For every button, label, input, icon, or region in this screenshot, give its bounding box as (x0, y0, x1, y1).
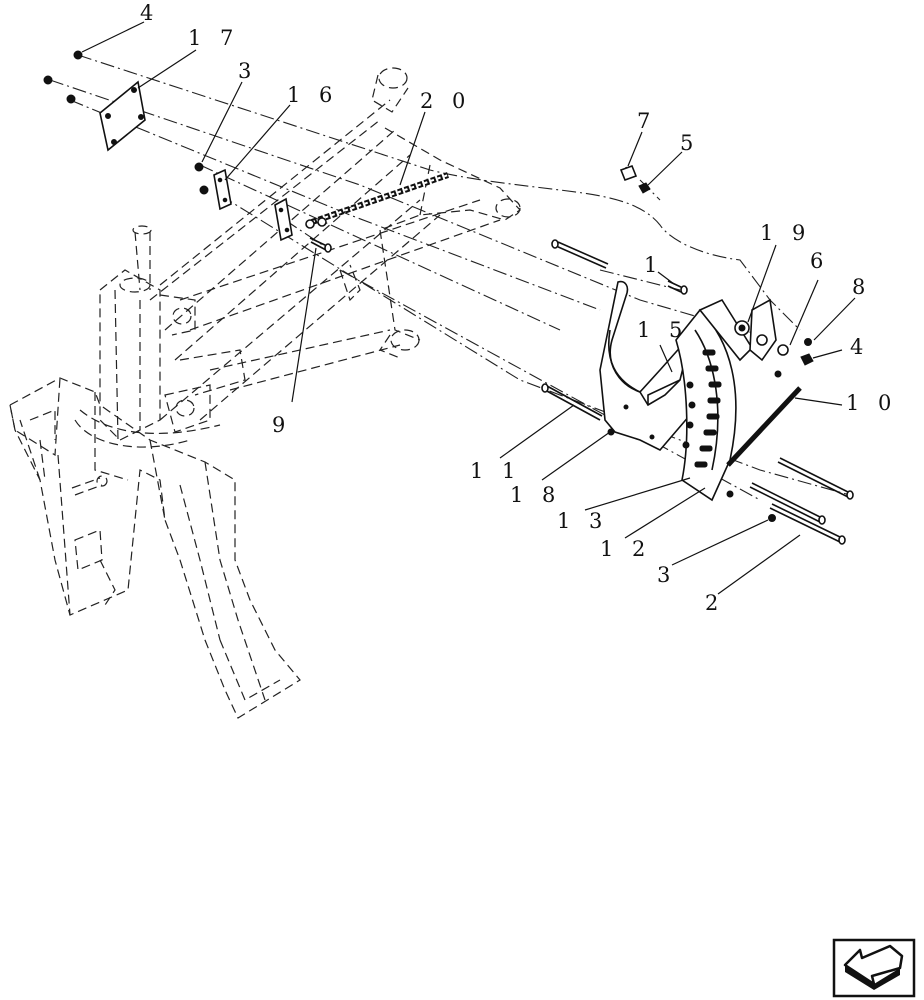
callout-15: 1 5 (637, 318, 688, 342)
leader-lines (81, 21, 856, 595)
bar-10 (726, 386, 802, 467)
bolt-2a (777, 461, 849, 498)
callout-19: 1 9 (760, 221, 811, 245)
shoe-plate-holes (682, 349, 722, 468)
nut-4 (73, 50, 83, 60)
callout-12: 1 2 (600, 537, 651, 561)
callout-3-top: 3 (238, 59, 257, 83)
callout-4-right: 4 (850, 335, 869, 359)
nut-4-right (800, 353, 814, 366)
callout-7: 7 (637, 109, 656, 133)
plate-17 (99, 80, 146, 152)
callout-3-bottom: 3 (657, 563, 676, 587)
bolt-2c (769, 507, 841, 543)
callout-11: 1 1 (470, 459, 521, 483)
callout-10: 1 0 (846, 391, 897, 415)
callout-6: 6 (810, 249, 829, 273)
callout-2: 2 (705, 591, 724, 615)
bolt-11 (544, 389, 601, 421)
nut-3 (194, 162, 204, 172)
callout-5: 5 (680, 131, 699, 155)
callout-18: 1 8 (510, 483, 561, 507)
bolt-9 (309, 237, 328, 247)
bolt-1 (667, 280, 684, 289)
bolt-2b (749, 486, 821, 523)
callout-13: 1 3 (557, 509, 608, 533)
callout-1: 1 (644, 253, 663, 277)
callout-20: 2 0 (420, 89, 471, 113)
callout-labels: 4 1 7 3 1 6 2 0 7 5 1 9 1 6 8 1 5 4 1 0 … (140, 1, 897, 615)
nut-6 (777, 344, 789, 356)
callout-4-top: 4 (140, 1, 159, 25)
previous-page-arrow-icon[interactable] (832, 938, 916, 998)
callout-9: 9 (272, 413, 291, 437)
bolt-upper-long (555, 245, 607, 269)
frame-dashed-outline (9, 67, 521, 719)
nut-5 (638, 182, 651, 194)
nut-8 (804, 338, 812, 346)
shoe-plate-12 (675, 308, 737, 502)
callout-16: 1 6 (287, 83, 338, 107)
callout-8: 8 (852, 275, 871, 299)
callout-17: 1 7 (188, 26, 239, 50)
assembly-centerlines (49, 54, 851, 501)
parts-solid (43, 50, 854, 545)
